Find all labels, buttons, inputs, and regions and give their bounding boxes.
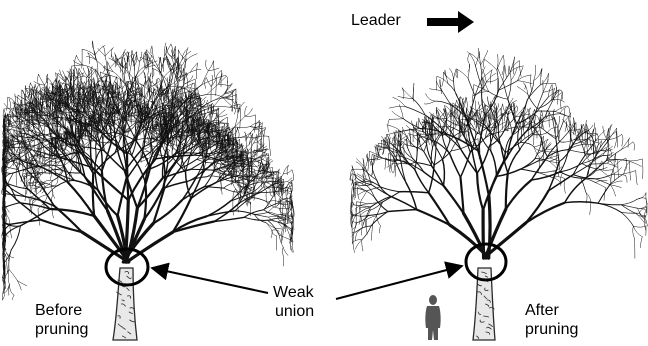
after-pruning-label: After pruning — [525, 301, 578, 339]
leader-arrow — [427, 11, 474, 33]
weak-union-circle-before — [104, 247, 150, 287]
person-silhouette — [425, 295, 441, 340]
after-pruning-tree — [349, 47, 648, 260]
weak-union-circle-after — [464, 242, 508, 282]
weak-union-arrow-left — [150, 262, 269, 294]
after-line-2: pruning — [525, 321, 579, 338]
after-line-1: After — [525, 302, 559, 319]
trunk-after — [472, 267, 496, 341]
weak-union-label: Weak union — [273, 283, 314, 321]
leader-label: Leader — [351, 11, 401, 30]
weak-union-arrow-right — [335, 261, 464, 300]
weak-union-line-2: union — [275, 303, 315, 320]
before-pruning-label: Before pruning — [35, 301, 88, 339]
before-pruning-tree — [1, 40, 295, 301]
before-line-2: pruning — [35, 321, 89, 338]
leader-text: Leader — [351, 12, 401, 29]
before-line-1: Before — [35, 302, 83, 319]
weak-union-line-1: Weak — [273, 284, 314, 301]
